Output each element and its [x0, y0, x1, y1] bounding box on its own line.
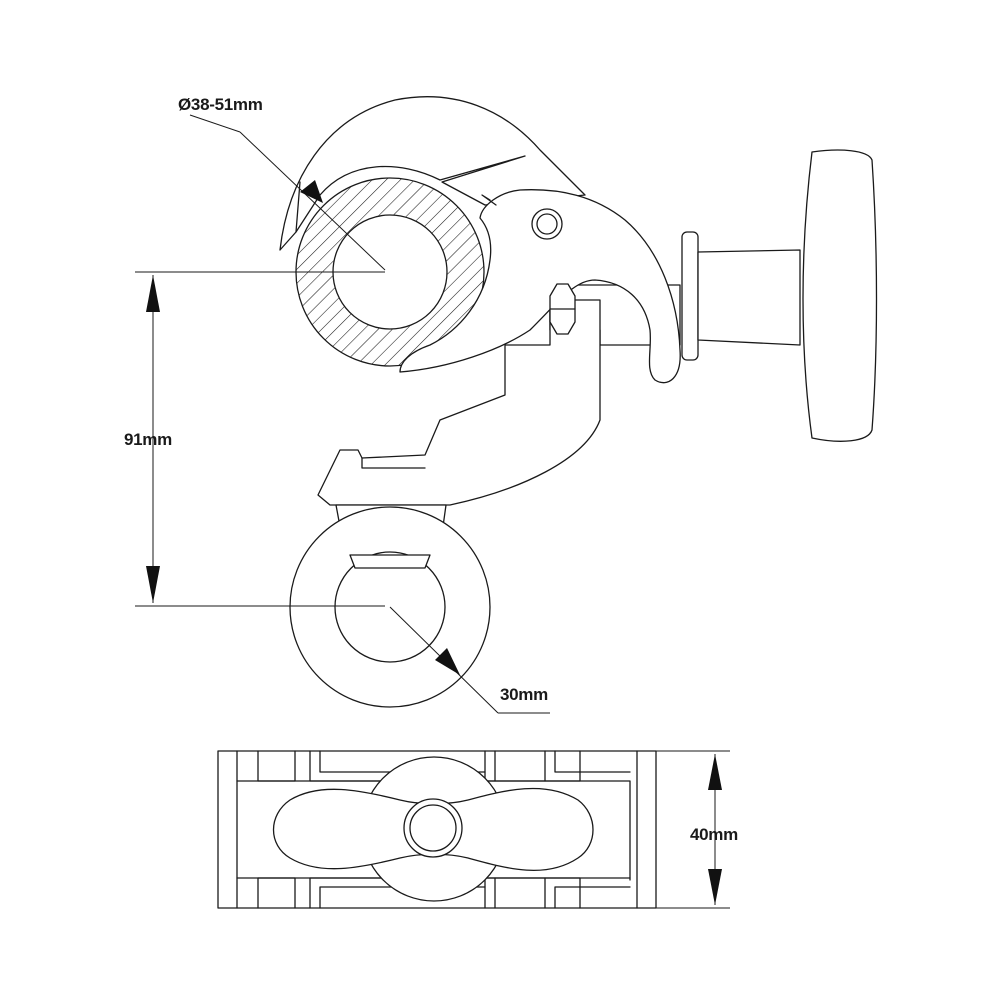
dimension-width [656, 750, 730, 909]
lever-jaw [399, 189, 681, 384]
label-height: 91mm [124, 430, 172, 449]
knob-flange [681, 231, 699, 361]
t-knob [802, 149, 878, 442]
upper-jaw-hook [279, 96, 586, 251]
dimension-ball [389, 606, 550, 714]
clamp-body [317, 299, 601, 506]
label-ball: 30mm [500, 685, 548, 704]
knob-shaft [697, 249, 801, 346]
label-width: 40mm [690, 825, 738, 844]
dimension-tube-diameter [189, 114, 386, 271]
side-view [135, 96, 878, 714]
label-tube-diameter: Ø38-51mm [178, 95, 263, 114]
dimension-height [135, 271, 385, 607]
top-view [217, 750, 730, 909]
